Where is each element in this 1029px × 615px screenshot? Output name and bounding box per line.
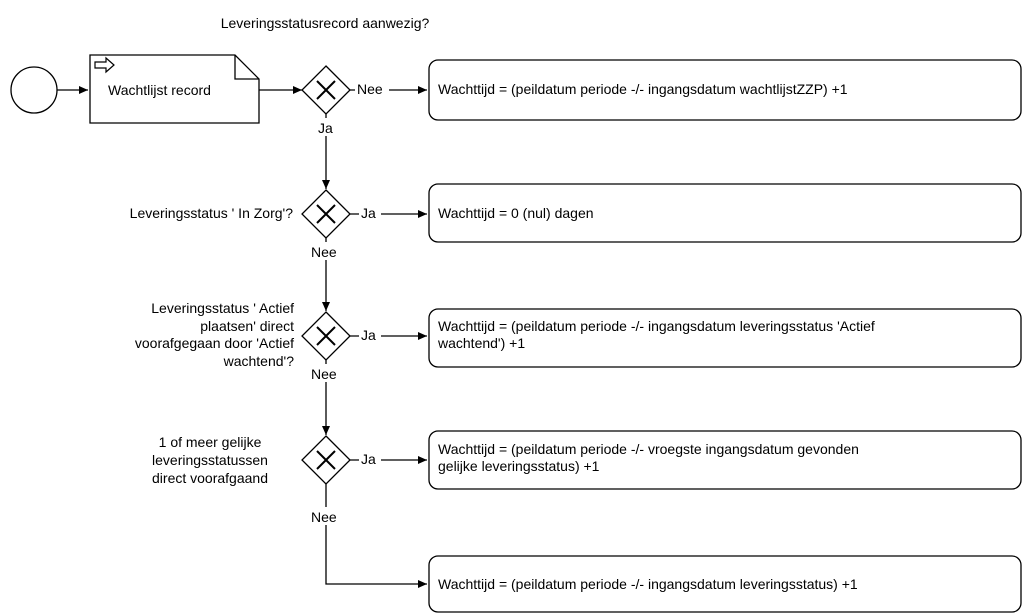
- gateway-3-yes-label: Ja: [361, 327, 376, 343]
- result-3-line: Wachttijd = (peildatum periode -/- ingan…: [438, 318, 875, 334]
- gateway-4-question-line: 1 of meer gelijke: [158, 434, 262, 450]
- gateway-4: [301, 435, 351, 485]
- gateway-4-question-line: leveringsstatussen: [152, 452, 268, 468]
- gateway-2-question: Leveringsstatus ' In Zorg'?: [129, 205, 293, 221]
- gateway-4-question: 1 of meer gelijke leveringsstatussen dir…: [130, 433, 290, 487]
- result-3-line: wachtend') +1: [438, 335, 526, 351]
- result-5-line: Wachttijd = (peildatum periode -/- ingan…: [438, 576, 858, 592]
- result-1-text: Wachttijd = (peildatum periode -/- ingan…: [438, 81, 1013, 98]
- gateway-4-no-label: Nee: [311, 509, 337, 525]
- result-3-text: Wachttijd = (peildatum periode -/- ingan…: [438, 318, 1013, 352]
- result-box-1: [428, 59, 1022, 121]
- gateway-3-question-line: wachtend'?: [223, 352, 294, 369]
- gateway-2-yes-label: Ja: [361, 205, 376, 221]
- result-5-text: Wachttijd = (peildatum periode -/- ingan…: [438, 576, 1013, 593]
- gateway-1: [301, 65, 351, 115]
- task-label: Wachtlijst record: [108, 82, 211, 98]
- gateway-3-question-line: Leveringsstatus ' Actief: [151, 300, 294, 316]
- gateway-1-question: Leveringsstatusrecord aanwezig?: [220, 15, 430, 31]
- gateway-2-no-label: Nee: [311, 244, 337, 260]
- gateway-3-question: Leveringsstatus ' Actief plaatsen' direc…: [60, 300, 294, 370]
- result-4-line: Wachttijd = (peildatum periode -/- vroeg…: [438, 441, 859, 457]
- task-fold-corner: [234, 55, 259, 80]
- gateway-2: [301, 189, 351, 239]
- result-box-4: [428, 430, 1022, 490]
- result-box-5: [428, 555, 1022, 613]
- result-4-text: Wachttijd = (peildatum periode -/- vroeg…: [438, 441, 1013, 475]
- result-box-3: [428, 308, 1022, 368]
- result-2-text: Wachttijd = 0 (nul) dagen: [438, 205, 1013, 222]
- gateway-4-yes-label: Ja: [361, 451, 376, 467]
- gateway-3-question-line: plaatsen' direct: [200, 317, 294, 334]
- flow-g4-to-result5: [325, 484, 427, 588]
- gateway-1-yes-label: Ja: [318, 120, 333, 136]
- message-arrow-icon: [94, 56, 115, 74]
- gateway-1-no-label: Nee: [357, 81, 383, 97]
- gateway-3-no-label: Nee: [311, 366, 337, 382]
- start-event-circle: [10, 66, 58, 114]
- result-box-2: [428, 183, 1022, 243]
- result-2-line: Wachttijd = 0 (nul) dagen: [438, 205, 594, 221]
- gateway-4-question-line: direct voorafgaand: [152, 470, 268, 486]
- task-document-shape: [89, 54, 260, 124]
- gateway-3-question-line: voorafgegaan door 'Actief: [134, 335, 294, 351]
- gateway-3: [301, 311, 351, 361]
- result-1-line: Wachttijd = (peildatum periode -/- ingan…: [438, 81, 848, 97]
- result-4-line: gelijke leveringsstatus) +1: [438, 458, 600, 474]
